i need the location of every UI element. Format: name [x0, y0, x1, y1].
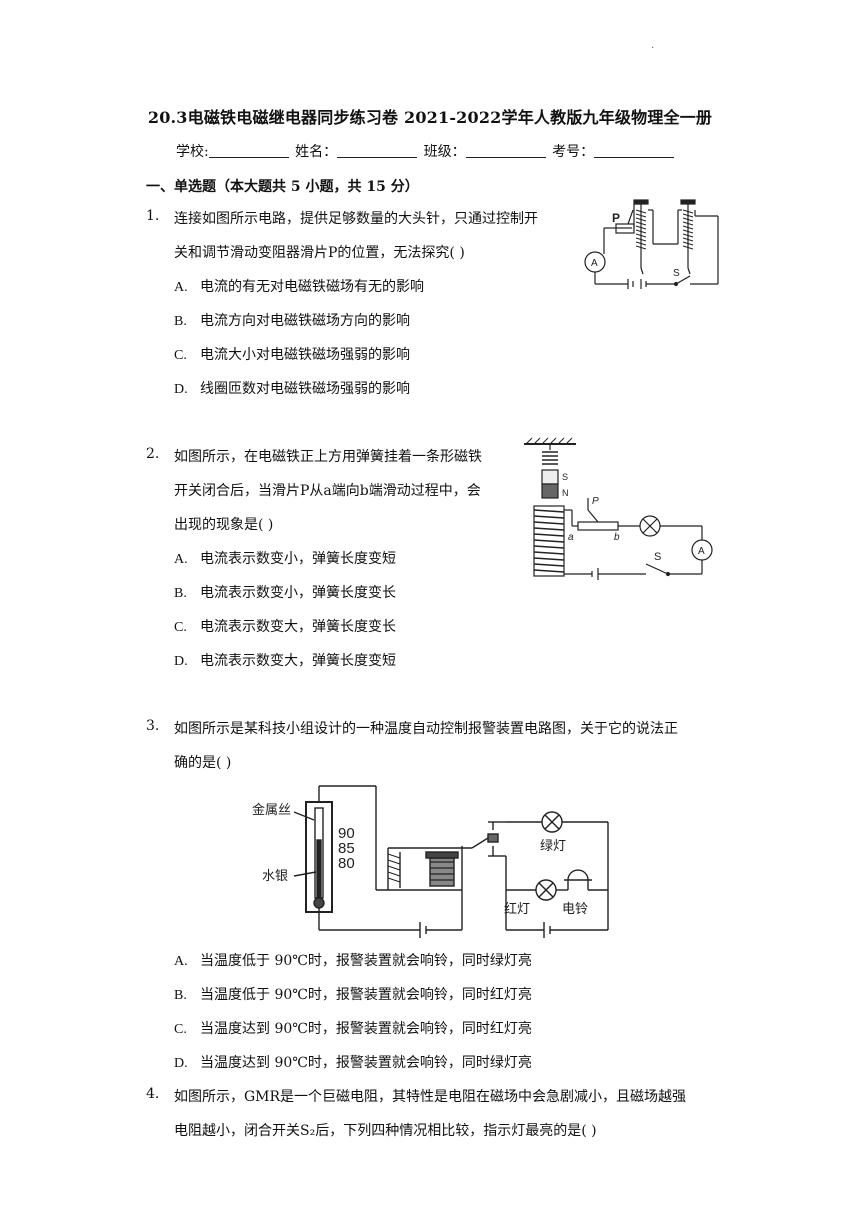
option-letter: B.	[174, 586, 187, 601]
figure-3-wire-label: 金属丝	[252, 802, 291, 817]
question-1-option-a[interactable]: A. 电流的有无对电磁铁磁场有无的影响	[174, 276, 424, 296]
school-blank[interactable]	[208, 143, 289, 158]
figure-3-bell-label: 电铃	[562, 901, 588, 916]
figure-3-mercury-label: 水银	[262, 868, 288, 883]
option-text: 电流方向对电磁铁磁场方向的影响	[200, 313, 410, 329]
exam-no-label: 考号：	[552, 144, 595, 160]
question-3-option-a[interactable]: A. 当温度低于 90℃时，报警装置就会响铃，同时绿灯亮	[174, 950, 532, 970]
option-text: 线圈匝数对电磁铁磁场强弱的影响	[200, 381, 410, 397]
question-3-line-2: 确的是( )	[174, 755, 232, 771]
option-text: 电流的有无对电磁铁磁场有无的影响	[200, 279, 424, 295]
figure-3-tick-80: 80	[338, 855, 355, 872]
figure-2-switch-label: S	[654, 551, 661, 563]
option-text: 当温度达到 90℃时，报警装置就会响铃，同时绿灯亮	[200, 1055, 532, 1071]
figure-2-a-label: a	[568, 532, 574, 543]
question-3-line-1: 如图所示是某科技小组设计的一种温度自动控制报警装置电路图，关于它的说法正	[174, 721, 678, 737]
question-3-figure: 金属丝 水银 90 85 80 绿灯 红灯 电铃	[250, 780, 620, 949]
student-info-row: 学校: 姓名： 班级： 考号：	[176, 141, 676, 161]
question-1-figure: P A S	[578, 196, 723, 302]
figure-1-switch-label: S	[673, 268, 680, 279]
question-1-number: 1.	[146, 208, 160, 224]
option-letter: A.	[174, 954, 188, 969]
option-letter: D.	[174, 654, 188, 669]
question-1-line-1: 连接如图所示电路，提供足够数量的大头针，只通过控制开	[174, 211, 538, 227]
option-text: 电流表示数变大，弹簧长度变长	[200, 619, 396, 635]
option-text: 电流表示数变小，弹簧长度变长	[200, 585, 396, 601]
question-1-line-2: 关和调节滑动变阻器滑片P的位置，无法探究( )	[174, 245, 465, 261]
question-4-line-2: 电阻越小，闭合开关S₂后，下列四种情况相比较，指示灯最亮的是( )	[174, 1123, 597, 1139]
option-letter: D.	[174, 1056, 188, 1071]
option-text: 电流表示数变小，弹簧长度变短	[200, 551, 396, 567]
figure-2-b-label: b	[614, 532, 620, 543]
question-2-figure: S N P a b S A	[520, 436, 720, 590]
figure-3-tick-90: 90	[338, 825, 355, 842]
question-3-number: 3.	[146, 718, 160, 734]
option-letter: C.	[174, 620, 187, 635]
figure-1-p-label: P	[612, 211, 620, 225]
question-2-line-2: 开关闭合后，当滑片P从a端向b端滑动过程中，会	[174, 483, 481, 499]
class-blank[interactable]	[465, 143, 546, 158]
exam-no-blank[interactable]	[594, 143, 675, 158]
class-label: 班级：	[423, 144, 466, 160]
option-letter: A.	[174, 280, 188, 295]
figure-2-p-label: P	[592, 496, 599, 507]
name-blank[interactable]	[337, 143, 418, 158]
option-letter: D.	[174, 382, 188, 397]
question-2-option-c[interactable]: C. 电流表示数变大，弹簧长度变长	[174, 616, 396, 636]
section-title: 一、单选题（本大题共 5 小题，共 15 分）	[146, 179, 419, 195]
option-text: 当温度低于 90℃时，报警装置就会响铃，同时绿灯亮	[200, 953, 532, 969]
option-text: 电流表示数变大，弹簧长度变短	[200, 653, 396, 669]
question-1-option-c[interactable]: C. 电流大小对电磁铁磁场强弱的影响	[174, 344, 410, 364]
option-text: 当温度低于 90℃时，报警装置就会响铃，同时红灯亮	[200, 987, 532, 1003]
question-3-option-b[interactable]: B. 当温度低于 90℃时，报警装置就会响铃，同时红灯亮	[174, 984, 532, 1004]
question-4-number: 4.	[146, 1086, 160, 1102]
question-2-line-1: 如图所示，在电磁铁正上方用弹簧挂着一条形磁铁	[174, 449, 482, 465]
question-2-option-b[interactable]: B. 电流表示数变小，弹簧长度变长	[174, 582, 396, 602]
option-letter: C.	[174, 1022, 187, 1037]
question-2-option-a[interactable]: A. 电流表示数变小，弹簧长度变短	[174, 548, 396, 568]
option-letter: A.	[174, 552, 188, 567]
figure-2-s-pole: S	[562, 472, 568, 482]
option-letter: B.	[174, 988, 187, 1003]
question-1-option-d[interactable]: D. 线圈匝数对电磁铁磁场强弱的影响	[174, 378, 410, 398]
figure-3-green-lamp-label: 绿灯	[540, 838, 566, 853]
question-2-number: 2.	[146, 446, 160, 462]
figure-3-red-lamp-label: 红灯	[504, 901, 530, 916]
question-2-line-3: 出现的现象是( )	[174, 517, 274, 533]
figure-3-tick-85: 85	[338, 840, 355, 857]
page-title: 20.3电磁铁电磁继电器同步练习卷 2021-2022学年人教版九年级物理全一册	[147, 108, 713, 127]
question-4-line-1: 如图所示，GMR是一个巨磁电阻，其特性是电阻在磁场中会急剧减小，且磁场越强	[174, 1089, 687, 1105]
name-label: 姓名：	[295, 144, 338, 160]
question-2-option-d[interactable]: D. 电流表示数变大，弹簧长度变短	[174, 650, 396, 670]
figure-1-ammeter-label: A	[591, 258, 598, 269]
figure-2-n-pole: N	[562, 488, 569, 498]
question-1-option-b[interactable]: B. 电流方向对电磁铁磁场方向的影响	[174, 310, 410, 330]
option-text: 当温度达到 90℃时，报警装置就会响铃，同时红灯亮	[200, 1021, 532, 1037]
option-text: 电流大小对电磁铁磁场强弱的影响	[200, 347, 410, 363]
page-marker-dot: .	[651, 40, 655, 51]
school-label: 学校:	[176, 144, 209, 160]
question-3-option-d[interactable]: D. 当温度达到 90℃时，报警装置就会响铃，同时绿灯亮	[174, 1052, 532, 1072]
figure-2-ammeter-label: A	[698, 546, 705, 557]
question-3-option-c[interactable]: C. 当温度达到 90℃时，报警装置就会响铃，同时红灯亮	[174, 1018, 532, 1038]
option-letter: B.	[174, 314, 187, 329]
option-letter: C.	[174, 348, 187, 363]
